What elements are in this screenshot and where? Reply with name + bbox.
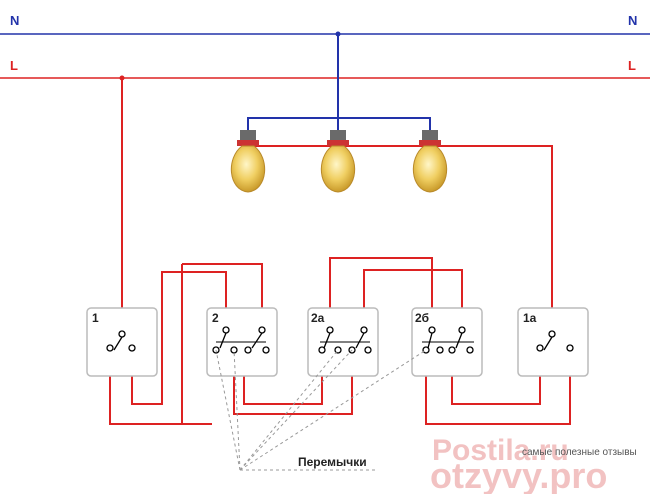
watermark-tagline: самые полезные отзывы [522, 447, 637, 458]
switch-2: 2 [206, 307, 278, 377]
neutral-wiring [247, 34, 431, 132]
phase-label-right: L [628, 58, 636, 73]
lamp-3 [412, 130, 448, 193]
watermark-line2: otzyvy.pro [430, 455, 607, 494]
phase-bus: L L [0, 58, 650, 79]
switch-1: 1 [86, 307, 158, 377]
switch-2a: 2а [307, 307, 379, 377]
switch-1-label: 1 [92, 311, 99, 325]
jumpers-pointers [215, 349, 427, 471]
neutral-label-left: N [10, 13, 19, 28]
neutral-label-right: N [628, 13, 637, 28]
watermark-line1: Postila.ru [432, 434, 569, 467]
switch-2-label: 2 [212, 311, 219, 325]
switch-2a-label: 2а [311, 311, 325, 325]
switch-2b-label: 2б [415, 311, 429, 325]
jumpers-label: Перемычки [298, 455, 367, 469]
neutral-bus: N N [0, 13, 650, 35]
switch-2b: 2б [411, 307, 483, 377]
phase-junction [119, 75, 125, 81]
lamp-1 [230, 130, 266, 193]
watermark: Postila.ru otzyvy.pro самые полезные отз… [430, 434, 637, 494]
lamp-2 [320, 130, 356, 193]
phase-label-left: L [10, 58, 18, 73]
switch-1a: 1а [517, 307, 589, 377]
switch-1a-label: 1а [523, 311, 537, 325]
neutral-junction [335, 31, 341, 37]
